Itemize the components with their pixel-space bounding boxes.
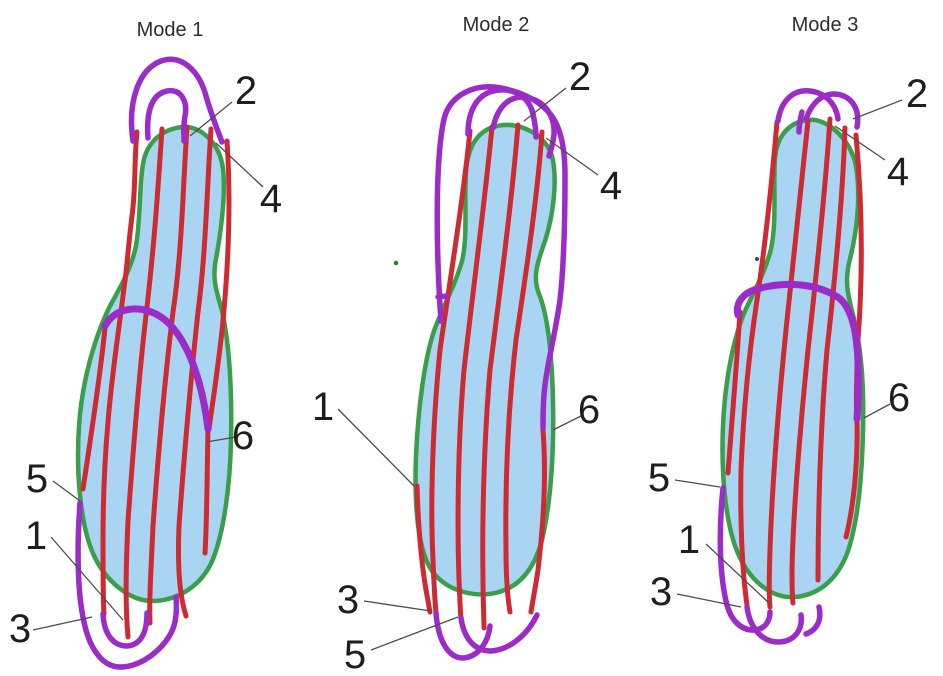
mode-1-title: Mode 1 <box>137 19 204 41</box>
mode-2-label-4: 4 <box>600 164 622 208</box>
mode-2-pass-line <box>429 128 473 616</box>
mode-2-transition-top-arc <box>490 94 557 159</box>
mode-2-transition-bottom-loop <box>458 612 540 654</box>
mode-3-pass-line <box>843 417 860 540</box>
mode-2-label-3: 3 <box>337 578 359 622</box>
mode-1-pass-line <box>123 126 165 640</box>
mode-3-transition-bottom-loop <box>744 604 805 645</box>
mode-3-pass-line <box>815 125 848 583</box>
leader-line-6 <box>552 415 582 431</box>
mode-2-label-2: 2 <box>569 55 591 99</box>
leader-line-5 <box>370 616 459 651</box>
mode-2-pass-line <box>528 427 547 615</box>
leader-line-6 <box>863 403 891 419</box>
mode-3-transition-top-arc <box>775 88 841 124</box>
mode-2-pass-line <box>455 124 495 621</box>
leader-line-4 <box>545 137 599 176</box>
mode-3-label-3: 3 <box>650 570 672 614</box>
mode-3-region-boundary <box>720 117 866 600</box>
mode-3-label-6: 6 <box>888 376 910 420</box>
mode-3-transition-mid-arc <box>733 280 862 423</box>
mode-1-label-2: 2 <box>235 69 257 113</box>
mode-3-title: Mode 3 <box>792 14 859 36</box>
leader-line-3 <box>363 600 432 612</box>
mode-1-label-6: 6 <box>232 414 254 458</box>
leader-line-5 <box>674 479 721 488</box>
mode-3-transition-top-arc <box>803 91 861 130</box>
mode-1-transition-bottom-outer <box>75 500 180 670</box>
leader-line-5 <box>52 480 81 502</box>
mode-1-transition-top-inner <box>144 87 189 144</box>
leader-line-4 <box>215 142 264 188</box>
mode-2-title: Mode 2 <box>463 14 530 36</box>
mode-3-transition-bottom-hook <box>803 604 823 637</box>
leader-line-3 <box>32 616 93 631</box>
mode-3-pass-line <box>766 118 811 610</box>
leader-line-2 <box>189 101 233 137</box>
mode-1-label-1: 1 <box>25 514 47 558</box>
leader-line-2 <box>523 87 567 122</box>
mode-1-label-5: 5 <box>26 457 48 501</box>
mode-1-pass-line <box>147 124 190 626</box>
mode-3-label-1: 1 <box>678 518 700 562</box>
mode-1-pass-line <box>206 138 232 432</box>
mode-3-panel: Mode 3 2 4 6 5 1 3 <box>648 14 928 645</box>
mode-2-label-5: 5 <box>344 633 366 676</box>
leader-line-1 <box>50 536 124 621</box>
mode-1-transition-mid-arc <box>101 305 212 433</box>
mode-1-pass-line <box>80 325 108 492</box>
leader-line-2 <box>852 99 903 120</box>
mode-1-pass-line <box>202 427 211 556</box>
stray-green-dot <box>393 260 399 266</box>
leader-line-1 <box>337 408 415 487</box>
mode-2-transition-tick <box>435 293 450 300</box>
mode-1-transition-bottom-inner <box>100 610 150 649</box>
mode-3-transition-stub <box>796 109 805 135</box>
mode-2-pass-line <box>480 122 521 631</box>
mode-3-transition-bottom-left <box>717 485 773 633</box>
mode-1-label-4: 4 <box>260 177 282 221</box>
mode-3-pass-line <box>725 309 743 476</box>
leader-line-3 <box>676 593 742 608</box>
stray-dot <box>755 257 759 261</box>
mode-2-pass-line <box>414 483 433 615</box>
mode-3-label-4: 4 <box>887 150 909 194</box>
mode-1-transition-top-outer <box>128 56 225 145</box>
leader-line-4 <box>834 125 886 161</box>
mode-3-pass-line <box>789 116 833 606</box>
mode-1-panel: Mode 1 2 4 6 5 1 3 <box>9 19 282 670</box>
mode-2-label-6: 6 <box>578 388 600 432</box>
mode-3-label-2: 2 <box>906 72 928 116</box>
mode-3-label-5: 5 <box>648 456 670 500</box>
mode-2-label-1: 1 <box>312 385 334 429</box>
mode-1-pass-line <box>175 126 214 619</box>
leader-line-1 <box>705 543 770 604</box>
mode-2-region-boundary <box>413 122 557 597</box>
mode-2-panel: Mode 2 2 4 6 1 3 5 <box>312 14 622 676</box>
mode-2-pass-line <box>503 129 545 615</box>
mode-1-pass-line <box>100 129 140 617</box>
mode-1-label-3: 3 <box>9 607 31 651</box>
mode-2-transition-outer-loop <box>434 84 568 431</box>
mode-2-transition-bottom-loop <box>433 610 493 661</box>
mode-3-pass-line <box>738 119 780 608</box>
leader-line-6 <box>205 436 237 443</box>
